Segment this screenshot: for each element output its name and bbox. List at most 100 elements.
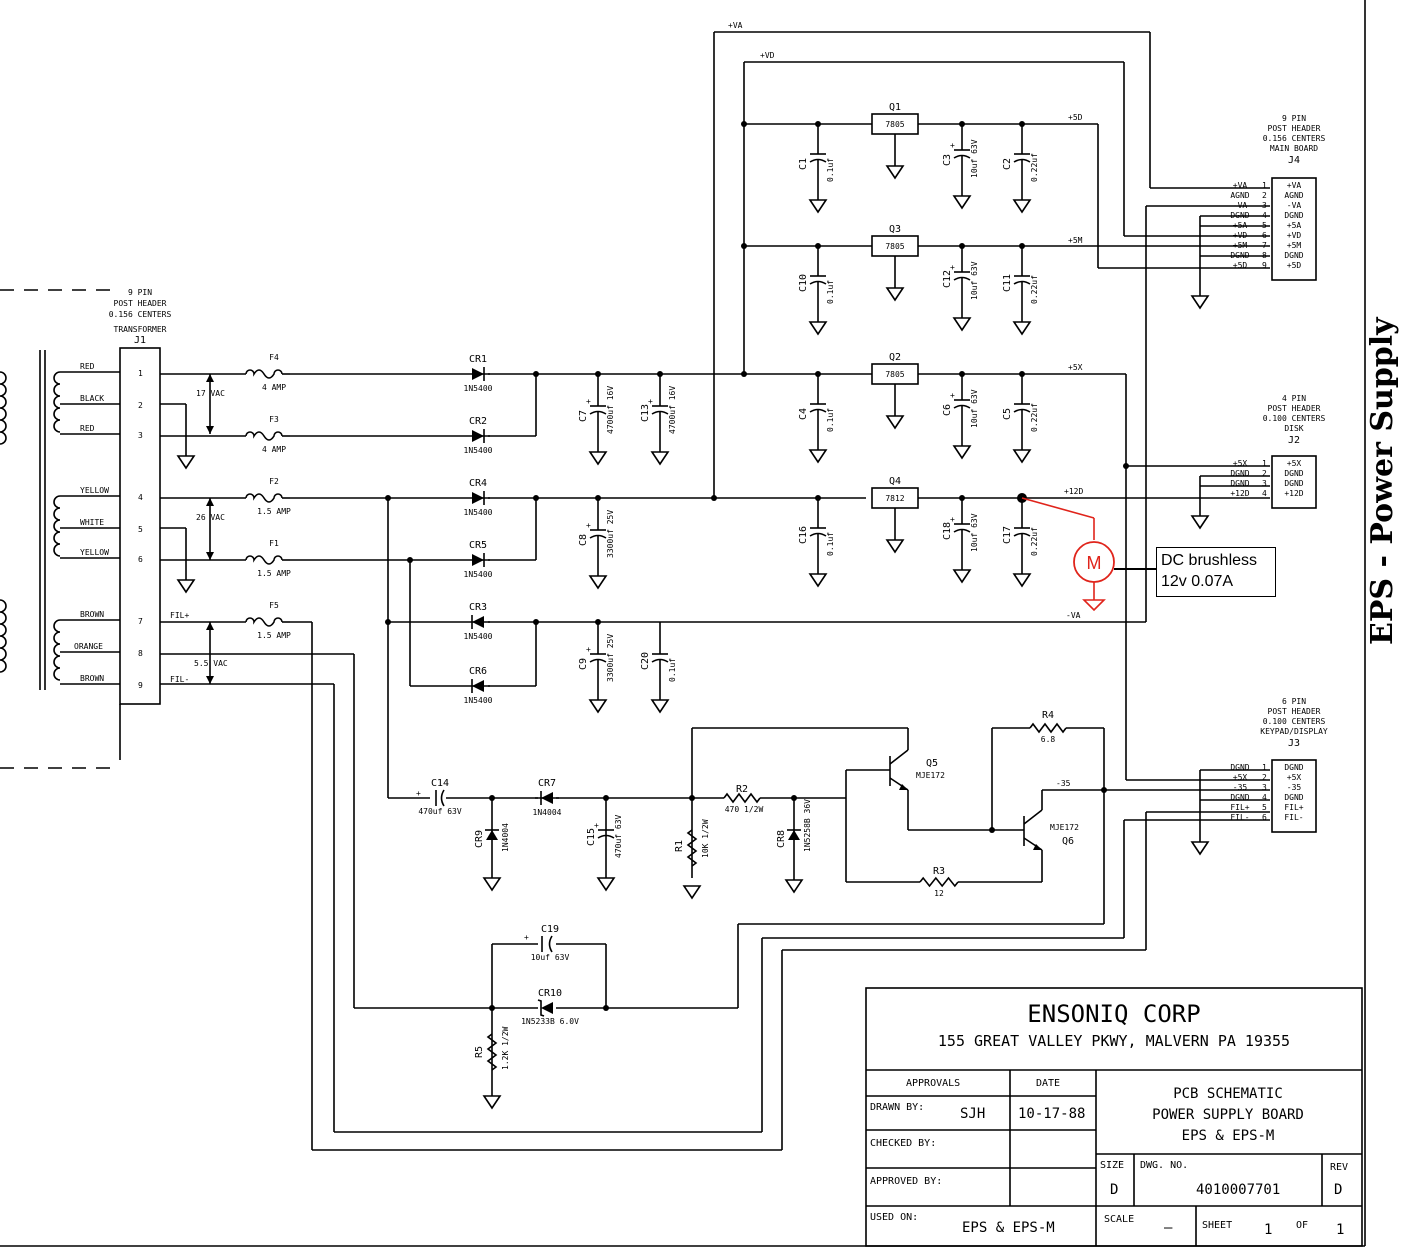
motor-note-line2: 12v 0.07A xyxy=(1161,573,1234,590)
connector-header-line: 0.100 CENTERS xyxy=(1263,717,1326,726)
connector-pin-label: +5X xyxy=(1287,459,1302,468)
title-block: ENSONIQ CORP 155 GREAT VALLEY PKWY, MALV… xyxy=(865,987,1363,1247)
diode-part: 1N4004 xyxy=(501,823,510,852)
connector-pin-number: 6 xyxy=(1262,813,1267,822)
diode-part: 1N5400 xyxy=(464,508,493,517)
cap-plate xyxy=(548,935,553,953)
r4-value: 6.8 xyxy=(1041,735,1056,744)
diode-bar xyxy=(537,999,545,1017)
cap-value: 0.22uf xyxy=(1030,527,1039,556)
ground-symbol xyxy=(650,699,670,714)
drawn-by-label: DRAWN BY: xyxy=(870,1102,924,1113)
rail-neg-va: -VA xyxy=(1066,611,1081,620)
cap-value: 0.1uf xyxy=(826,532,835,556)
cap-polarity: + xyxy=(648,397,653,406)
diode-ref: CR3 xyxy=(469,602,487,613)
connector-pin-label: FIL- xyxy=(1284,813,1303,822)
connector-pin-signal: +5A xyxy=(1233,221,1248,230)
used-on-value: EPS & EPS-M xyxy=(962,1220,1055,1236)
rail-5m: +5M xyxy=(1068,236,1083,245)
fuse-rating: 1.5 AMP xyxy=(257,507,291,516)
wiring xyxy=(160,31,1270,1151)
rail-neg35: -35 xyxy=(1056,779,1071,788)
ground-symbol xyxy=(952,445,972,460)
regulator-ref: Q4 xyxy=(889,476,901,487)
cap-value: 10uf 63V xyxy=(970,261,979,300)
cap-ref: C3 xyxy=(942,154,953,166)
connector-pin-signal: +5D xyxy=(1233,261,1248,270)
cap-polarity: + xyxy=(586,397,591,406)
cap-plate xyxy=(589,534,607,539)
connector-header-line: POST HEADER xyxy=(1268,707,1321,716)
cap-plate xyxy=(953,276,971,281)
rail-vd: +VD xyxy=(760,51,775,60)
cap-value: 470uf 63V xyxy=(418,807,462,816)
sheet-value: 1 xyxy=(1264,1222,1272,1238)
company-name: ENSONIQ CORP xyxy=(1027,1000,1200,1028)
motor-note: DC brushless 12v 0.07A xyxy=(1156,547,1276,597)
r1-value: 10K 1/2W xyxy=(701,819,710,858)
connector-pin-number: 3 xyxy=(1262,479,1267,488)
diode-part: 1N5400 xyxy=(464,696,493,705)
cap-ref: C6 xyxy=(942,404,953,416)
ground-symbol xyxy=(808,321,828,336)
ground-symbol xyxy=(1012,573,1032,588)
connector-body xyxy=(1271,455,1317,509)
connector-pin-number: 8 xyxy=(1262,251,1267,260)
diode-part: 1N5400 xyxy=(464,446,493,455)
title-line1: PCB SCHEMATIC xyxy=(1173,1086,1283,1102)
connector-pin-number: 6 xyxy=(1262,231,1267,240)
cap-value: 10uf 63V xyxy=(970,389,979,428)
ground-symbol xyxy=(1012,199,1032,214)
j1-pin-number: 2 xyxy=(138,401,143,410)
connector-pin-label: DGND xyxy=(1284,793,1303,802)
grounds xyxy=(176,165,1210,1110)
connector-pin-signal: DGND xyxy=(1230,469,1249,478)
ground-symbol xyxy=(1190,841,1210,856)
motor-symbol: M xyxy=(1087,553,1102,573)
connector-pin-number: 5 xyxy=(1262,803,1267,812)
diode-ref: CR7 xyxy=(538,778,556,789)
diode-part: 1N5258B 36V xyxy=(803,799,812,852)
regulator-part: 7805 xyxy=(885,242,904,251)
checked-by-label: CHECKED BY: xyxy=(870,1138,936,1149)
connector-pin-number: 1 xyxy=(1262,459,1267,468)
resistor-r2 xyxy=(723,792,761,804)
ground-symbol xyxy=(1012,449,1032,464)
cap-plate xyxy=(1013,408,1031,413)
connector-header-line: 6 PIN xyxy=(1282,697,1306,706)
connector-pin-signal: DGND xyxy=(1230,211,1249,220)
transformer xyxy=(0,289,161,769)
connector-header-line: DISK xyxy=(1284,424,1303,433)
j1-header-line: J1 xyxy=(134,335,146,346)
connector-pin-signal: AGND xyxy=(1230,191,1249,200)
cap-value: 0.1uf xyxy=(668,658,677,682)
cap-polarity: + xyxy=(950,391,955,400)
j1-pin-number: 5 xyxy=(138,525,143,534)
cap-polarity: + xyxy=(586,521,591,530)
connector-pin-number: 4 xyxy=(1262,793,1267,802)
transistor-q5: Q5 MJE172 xyxy=(889,749,945,791)
ground-symbol xyxy=(885,415,905,430)
j1-header-line: TRANSFORMER xyxy=(114,325,167,334)
cap-value: 0.22uf xyxy=(1030,153,1039,182)
cap-ref: C8 xyxy=(578,534,589,546)
cap-plate xyxy=(953,404,971,409)
diode-body xyxy=(788,830,800,840)
connector-pin-number: 1 xyxy=(1262,181,1267,190)
motor: M xyxy=(1021,497,1156,612)
cap-value: 10uf 63V xyxy=(970,513,979,552)
motor-note-line1: DC brushless xyxy=(1161,552,1258,569)
cap-value: 0.1uf xyxy=(826,158,835,182)
size-hdr: SIZE xyxy=(1100,1160,1124,1171)
cap-ref: C15 xyxy=(586,828,597,846)
fuse-ref: F3 xyxy=(269,415,279,424)
